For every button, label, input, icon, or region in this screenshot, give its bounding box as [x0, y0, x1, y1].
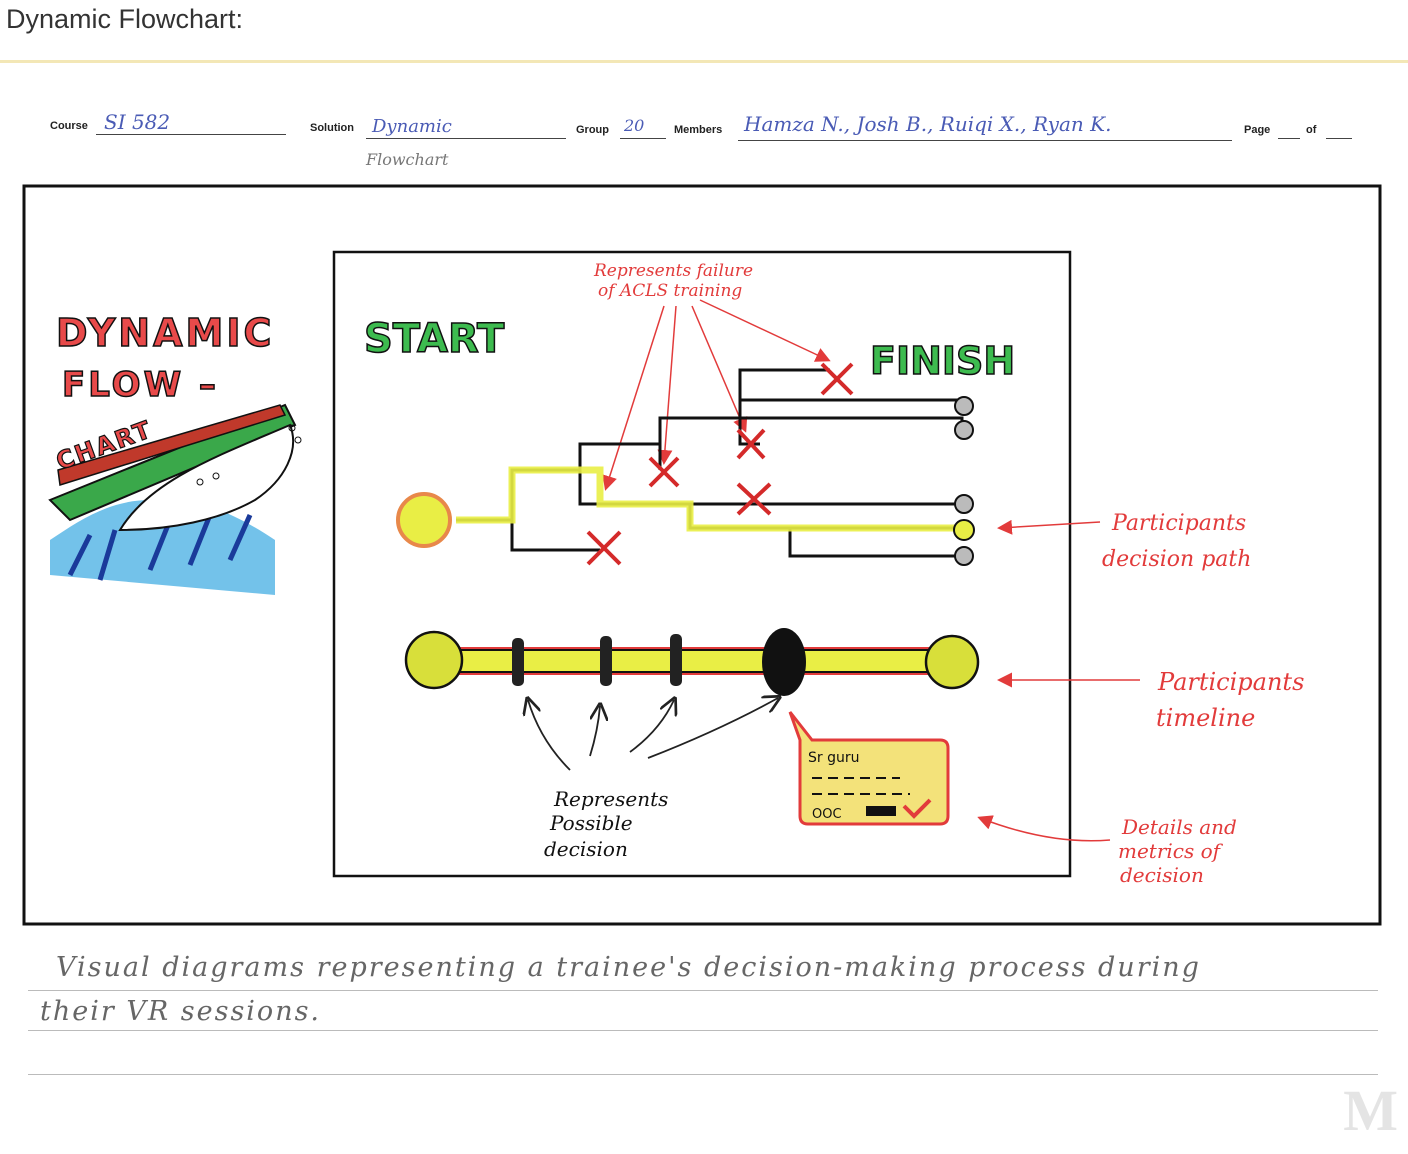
timeline-label-2: timeline: [1156, 704, 1255, 732]
tree-start-node: [396, 492, 452, 548]
timeline-label-1: Participants: [1157, 668, 1304, 696]
card-code: OOC: [812, 807, 842, 822]
ruled-line: [28, 990, 1378, 991]
failure-arrows: [602, 299, 831, 491]
ruled-line: [28, 1074, 1378, 1075]
members-line: [738, 140, 1232, 141]
failure-note-1: Represents failure: [593, 261, 753, 281]
tree-end-node: [954, 420, 974, 440]
details-card: Sr guru OOC: [788, 711, 950, 826]
possible-decision-label-3: decision: [544, 837, 628, 861]
possible-decision-label-2: Possible: [549, 811, 633, 835]
details-label-3: decision: [1120, 863, 1204, 887]
solution-value: Dynamic: [372, 116, 452, 137]
details-arrow: [977, 815, 1111, 842]
decision-path-arrow: [997, 519, 1101, 535]
details-label-1: Details and: [1121, 815, 1237, 839]
outer-frame: [22, 184, 1382, 926]
tree-end-node: [954, 494, 974, 514]
tree-end-node-active: [953, 519, 975, 541]
decision-path-highlight: [456, 466, 962, 532]
course-line: [96, 134, 286, 135]
course-value: SI 582: [104, 110, 171, 134]
members-label: Members: [674, 124, 723, 136]
start-label: START: [364, 316, 505, 362]
solution-line: [366, 138, 566, 139]
of-line: [1326, 138, 1352, 139]
solution-value-2: Flowchart: [366, 150, 449, 169]
failure-note-2: of ACLS training: [598, 281, 742, 301]
group-label: Group: [576, 124, 609, 136]
course-label: Course: [50, 120, 88, 132]
possible-decision-label-1: Represents: [553, 787, 668, 811]
card-text: Sr guru: [808, 750, 859, 766]
ruled-line: [28, 1030, 1378, 1031]
title-divider: [0, 60, 1408, 63]
finish-label: FINISH: [870, 339, 1015, 383]
group-line: [620, 138, 666, 139]
university-logo: M: [1343, 1078, 1398, 1143]
logo-text-2: FLOW –: [62, 365, 219, 405]
tree-end-node: [954, 546, 974, 566]
tree-end-node: [954, 396, 974, 416]
of-label: of: [1306, 124, 1317, 136]
decision-path-label-1: Participants: [1111, 511, 1246, 536]
page-label: Page: [1244, 124, 1271, 136]
logo-text-1: DYNAMIC: [56, 311, 274, 355]
members-value: Hamza N., Josh B., Ruiqi X., Ryan K.: [744, 112, 1112, 136]
details-label-2: metrics of: [1118, 839, 1224, 863]
participant-timeline: [404, 628, 980, 696]
page-title: Dynamic Flowchart:: [6, 4, 244, 34]
caption-line-1: Visual diagrams representing a trainee's…: [56, 952, 1201, 983]
logo-illustration: [48, 403, 302, 595]
caption-line-2: their VR sessions.: [40, 996, 322, 1027]
group-value: 20: [624, 116, 645, 135]
inner-frame: [332, 250, 1072, 878]
page-line: [1278, 138, 1300, 139]
decision-path-label-2: decision path: [1102, 547, 1251, 572]
possible-decision-arrows: [528, 698, 778, 771]
solution-label: Solution: [310, 122, 354, 134]
failure-marks: [586, 362, 854, 566]
